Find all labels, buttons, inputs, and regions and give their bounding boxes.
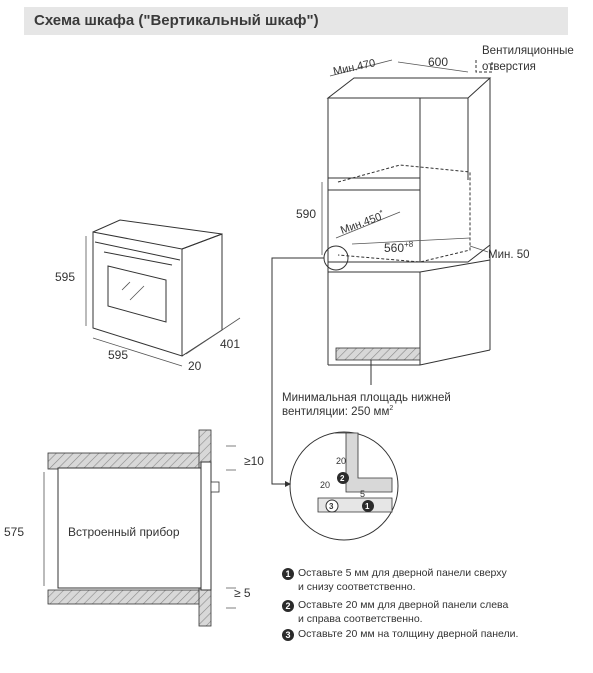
page-title: Схема шкафа ("Вертикальный шкаф"): [34, 12, 319, 29]
dim-min470: Мин.470: [332, 57, 376, 78]
dim-min50: Мин. 50: [488, 249, 530, 261]
bottom-vent-label-line1: Минимальная площадь нижней: [282, 392, 451, 404]
dim-oven-20: 20: [188, 359, 202, 373]
lower-top-back: [419, 259, 491, 273]
bottom-vent-label-line2: вентиляции: 250 мм2: [282, 405, 393, 418]
bottom-vent-slot: [335, 347, 421, 361]
upper-shelf: [328, 177, 421, 191]
vent-label-line1: Вентиляционные: [482, 45, 574, 57]
appliance-label: Встроенный прибор: [68, 525, 180, 539]
note-2-number: 2: [282, 600, 294, 612]
niche-outline: [337, 164, 471, 263]
gap-bottom-marks: [226, 587, 236, 609]
lower-top: [328, 244, 491, 263]
note-1-line2: и снизу соответственно.: [298, 581, 416, 593]
appliance-door: [200, 461, 212, 591]
detail-5: 5: [360, 489, 365, 499]
note-1: 1 Оставьте 5 мм для дверной панели сверху…: [282, 566, 507, 594]
dim-575: 575: [4, 525, 24, 539]
note-3-line1: Оставьте 20 мм на толщину дверной панели…: [298, 628, 519, 640]
detail-wall: [335, 432, 393, 493]
bottom-shelf: [47, 589, 201, 605]
note-2-line1: Оставьте 20 мм для дверной панели слева: [298, 599, 509, 611]
oven-side: [181, 233, 223, 357]
detail-20-b: 20: [320, 480, 330, 490]
vent-label-line2: отверстия: [482, 61, 536, 73]
dim-590: 590: [296, 207, 316, 221]
detail-marker-3: [325, 499, 339, 513]
oven-control-panel: [94, 241, 181, 261]
dim-oven-595-w: 595: [108, 348, 128, 362]
note-3: 3 Оставьте 20 мм на толщину дверной панел…: [282, 627, 518, 641]
gap-bottom: ≥ 5: [234, 586, 251, 600]
dim-line-oven-d: [185, 317, 241, 355]
dim-line-min450: [335, 211, 401, 239]
built-in-appliance-body: [57, 467, 202, 589]
gap-top: ≥10: [244, 454, 264, 468]
detail-circle: [289, 431, 399, 541]
dim-line-min50: [469, 245, 489, 253]
cabinet-drawing: Мин.470 600 Вентиляционные отверстия 590…: [271, 45, 574, 487]
door-handle: [210, 481, 220, 493]
dim-line-560: [351, 237, 471, 245]
gap-top-marks: [226, 445, 236, 471]
oven-drawing: 595 595 401 20: [55, 219, 241, 373]
side-view-drawing: Встроенный прибор 575 ≥10 ≥ 5: [4, 429, 264, 627]
note-3-number: 3: [282, 629, 294, 641]
detail-marker-2-text: 2: [340, 474, 345, 483]
note-2: 2 Оставьте 20 мм для дверной панели слева…: [282, 598, 508, 626]
header-bar: Схема шкафа ("Вертикальный шкаф"): [24, 7, 568, 35]
note-1-line1: Оставьте 5 мм для дверной панели сверху: [298, 567, 507, 579]
cabinet-base: [328, 349, 491, 366]
cabinet-top-face: [326, 77, 492, 99]
oven-handle: [103, 251, 173, 266]
dim-600: 600: [428, 55, 448, 69]
detail-marker-3-text: 3: [329, 502, 334, 511]
dim-line-600: [397, 61, 469, 73]
top-shelf: [47, 452, 201, 470]
note-1-number: 1: [282, 568, 294, 580]
vent-hole-marker: [475, 60, 493, 73]
oven-glass-reflection: [121, 281, 145, 301]
dim-min450: Мин.450*: [338, 208, 386, 237]
detail-drawing: 20 20 5 2 3 1: [289, 431, 399, 541]
note-2-line2: и справа соответственно.: [298, 613, 423, 625]
oven-window: [107, 265, 167, 323]
detail-20-a: 20: [336, 456, 346, 466]
detail-marker-1: [362, 500, 374, 512]
dim-oven-401: 401: [220, 337, 240, 351]
dim-oven-595-h: 595: [55, 270, 75, 284]
dim-line-oven-w: [92, 337, 183, 367]
dim-line-min470: [329, 59, 393, 77]
detail-marker-1-text: 1: [365, 502, 370, 511]
detail-marker-2: [337, 472, 349, 484]
detail-leader: [271, 257, 324, 487]
dim-560: 560+8: [384, 240, 414, 255]
